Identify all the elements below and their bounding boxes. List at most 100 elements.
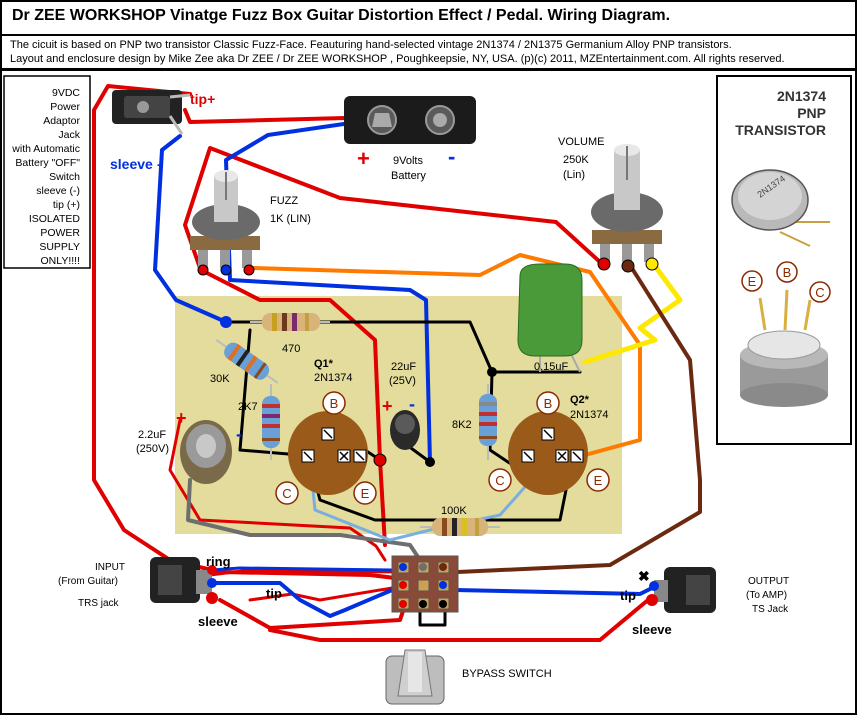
output-sleeve-label: sleeve [632, 622, 672, 637]
description-box: The cicuit is based on PNP two transisto… [0, 36, 857, 70]
q1-pin-c: C [282, 486, 291, 501]
fuzz-potentiometer [190, 170, 260, 276]
volume-pot-value: 250K [563, 154, 589, 166]
gray-wire-input-cap [186, 478, 422, 562]
battery-label-1: 9Volts [393, 155, 423, 167]
cap-2u2-minus: - [236, 424, 242, 444]
blue-wire-input-tip [210, 581, 394, 618]
diagram-border [0, 69, 857, 715]
q1-pin-c-marker [275, 481, 299, 505]
transistor-bottom-view [740, 289, 828, 407]
power-jack-info-box [3, 75, 91, 269]
red-wire-input-ring [208, 568, 397, 577]
power-jack-line: Switch [49, 171, 80, 183]
resistor-2k7-label: 2K7 [238, 401, 258, 413]
transistor-pin-labels: E B C [741, 261, 831, 303]
fuzz-pot-name: FUZZ [270, 195, 298, 207]
cap-2u2-voltage: (250V) [136, 443, 169, 455]
input-sleeve-label: sleeve [198, 614, 238, 629]
resistor-8k2 [479, 384, 497, 460]
q2-pin-b-marker [536, 391, 560, 415]
red-wire-outer-loop [92, 84, 397, 580]
q2-name: Q2* [570, 394, 590, 406]
battery-minus-sign: - [448, 144, 455, 169]
orange-wire-volume [252, 253, 642, 460]
battery-clip [344, 96, 476, 144]
power-jack-line: Battery "OFF" [15, 157, 80, 169]
q1-pin-b-marker [322, 391, 346, 415]
diagram-title: Dr ZEE WORKSHOP Vinatge Fuzz Box Guitar … [12, 7, 671, 24]
fuzz-pot-value: 1K (LIN) [270, 213, 311, 225]
volume-potentiometer [591, 144, 663, 273]
red-wire-input-sleeve [218, 598, 406, 630]
power-jack-line: 9VDC [52, 87, 80, 99]
power-jack [112, 90, 191, 135]
junction-dot [373, 453, 387, 467]
blue-wire-power-sleeve [153, 134, 228, 324]
transistor-q2-socket [508, 411, 588, 495]
output-jack[interactable] [646, 567, 716, 613]
power-jack-line: ONLY!!!! [41, 255, 80, 267]
q1-name: Q1* [314, 358, 334, 370]
red-wire-battery-plus [183, 108, 358, 124]
pin-label-c: C [815, 285, 824, 300]
junction-dot [425, 457, 435, 467]
input-jack-line-2: (From Guitar) [58, 576, 118, 587]
power-jack-info: 9VDC Power Adaptor Jack with Automatic B… [11, 87, 80, 267]
description-line-2: Layout and enclosure design by Mike Zee … [10, 53, 785, 65]
q1-type: 2N1374 [314, 372, 353, 384]
title-bar: Dr ZEE WORKSHOP Vinatge Fuzz Box Guitar … [0, 0, 857, 36]
red-wire-switch [248, 586, 394, 602]
bypass-switch-lugs [391, 555, 459, 613]
output-unused-x-mark: ✖ [638, 568, 650, 584]
brown-wire-output [456, 260, 702, 574]
junction-dot [487, 367, 497, 377]
output-tip-label: tip [620, 588, 636, 603]
red-wire-output-sleeve [268, 598, 650, 642]
power-sleeve-dash: - [157, 156, 162, 172]
bypass-switch-label: BYPASS SWITCH [462, 668, 552, 680]
capacitor-22uf [390, 410, 420, 450]
cap-22-voltage: (25V) [389, 375, 416, 387]
q1-pin-e: E [361, 486, 370, 501]
pin-label-b: B [783, 265, 792, 280]
power-jack-line: ISOLATED [29, 213, 81, 225]
input-jack-line-1: INPUT [95, 562, 125, 573]
input-jack[interactable] [150, 557, 218, 604]
black-wire-switch-jumper [418, 606, 447, 627]
output-jack-line-3: TS Jack [752, 604, 789, 615]
resistor-100k-label: 100K [441, 505, 467, 517]
resistor-470-label: 470 [282, 343, 300, 355]
transistor-ref-line-3: TRANSISTOR [735, 122, 826, 138]
bypass-footswitch[interactable] [385, 649, 445, 705]
power-jack-line: Adaptor [43, 115, 80, 127]
yellow-wire-volume-wiper [582, 259, 683, 365]
q1-pin-b: B [330, 396, 339, 411]
transistor-ref-line-1: 2N1374 [777, 88, 826, 104]
power-jack-line: with Automatic [11, 143, 80, 155]
cap-22-plus: + [382, 396, 393, 416]
power-jack-line: POWER [40, 227, 80, 239]
volume-pot-name: VOLUME [558, 136, 604, 148]
resistor-100k [420, 518, 500, 536]
input-jack-line-3: TRS jack [78, 598, 120, 609]
power-tip-label: tip+ [190, 91, 215, 107]
cap-22-minus: - [409, 394, 415, 414]
cap-2u2-plus: + [176, 408, 187, 428]
transistor-reference-title: 2N1374 PNP TRANSISTOR [735, 88, 826, 138]
power-jack-line: sleeve (-) [36, 185, 80, 197]
capacitor-0-15uf [517, 263, 583, 373]
q2-pin-c-marker [488, 468, 512, 492]
blue-wire-battery-minus [224, 116, 432, 464]
red-wire-fuzz-to-board [203, 270, 387, 547]
capacitor-2-2uf [180, 420, 232, 484]
q2-pin-c: C [495, 473, 504, 488]
resistor-8k2-label: 8K2 [452, 419, 472, 431]
q2-pin-e: E [594, 473, 603, 488]
resistor-2k7 [262, 384, 280, 460]
battery-label-2: Battery [391, 170, 426, 182]
cap-22-label: 22uF [391, 361, 416, 373]
q2-pin-b: B [544, 396, 553, 411]
